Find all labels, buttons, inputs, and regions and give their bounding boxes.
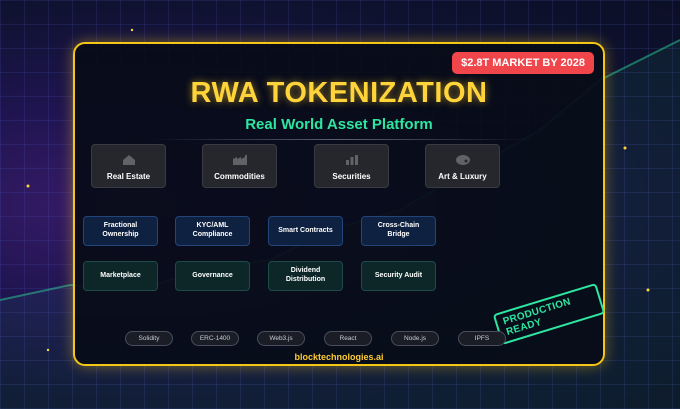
page-title: RWA TOKENIZATION bbox=[190, 77, 488, 109]
tech-pill-erc-1400: ERC-1400 bbox=[191, 331, 239, 346]
category-art-luxury[interactable]: Art & Luxury bbox=[425, 144, 500, 188]
feature-kyc-aml-compliance[interactable]: KYC/AML Compliance bbox=[175, 216, 250, 246]
feature-security-audit[interactable]: Security Audit bbox=[361, 261, 436, 291]
production-ready-stamp: PRODUCTION READY bbox=[492, 282, 606, 346]
factory-icon bbox=[232, 155, 247, 165]
feature-smart-contracts[interactable]: Smart Contracts bbox=[268, 216, 343, 246]
category-securities[interactable]: Securities bbox=[314, 144, 389, 188]
tech-pill-nodejs: Node.js bbox=[391, 331, 439, 346]
palette-icon bbox=[455, 155, 470, 165]
feature-cross-chain-bridge[interactable]: Cross-Chain Bridge bbox=[361, 216, 436, 246]
tech-pill-web3js: Web3.js bbox=[257, 331, 305, 346]
tech-pill-solidity: Solidity bbox=[125, 331, 173, 346]
feature-governance[interactable]: Governance bbox=[175, 261, 250, 291]
category-label: Art & Luxury bbox=[438, 172, 487, 181]
tech-pill-react: React bbox=[324, 331, 372, 346]
tech-pill-ipfs: IPFS bbox=[458, 331, 506, 346]
chart-bars-icon bbox=[345, 155, 358, 165]
category-label: Commodities bbox=[214, 172, 265, 181]
house-icon bbox=[122, 155, 135, 165]
category-label: Securities bbox=[332, 172, 371, 181]
feature-marketplace[interactable]: Marketplace bbox=[83, 261, 158, 291]
category-commodities[interactable]: Commodities bbox=[202, 144, 277, 188]
title-divider bbox=[150, 139, 532, 140]
footer-website[interactable]: blocktechnologies.ai bbox=[294, 352, 384, 362]
category-real-estate[interactable]: Real Estate bbox=[91, 144, 166, 188]
feature-dividend-distribution[interactable]: Dividend Distribution bbox=[268, 261, 343, 291]
feature-fractional-ownership[interactable]: Fractional Ownership bbox=[83, 216, 158, 246]
category-label: Real Estate bbox=[106, 172, 151, 181]
main-card: $2.8T MARKET BY 2028 RWA TOKENIZATION Re… bbox=[73, 42, 606, 366]
page-subtitle: Real World Asset Platform bbox=[245, 116, 433, 133]
market-badge: $2.8T MARKET BY 2028 bbox=[452, 52, 594, 74]
